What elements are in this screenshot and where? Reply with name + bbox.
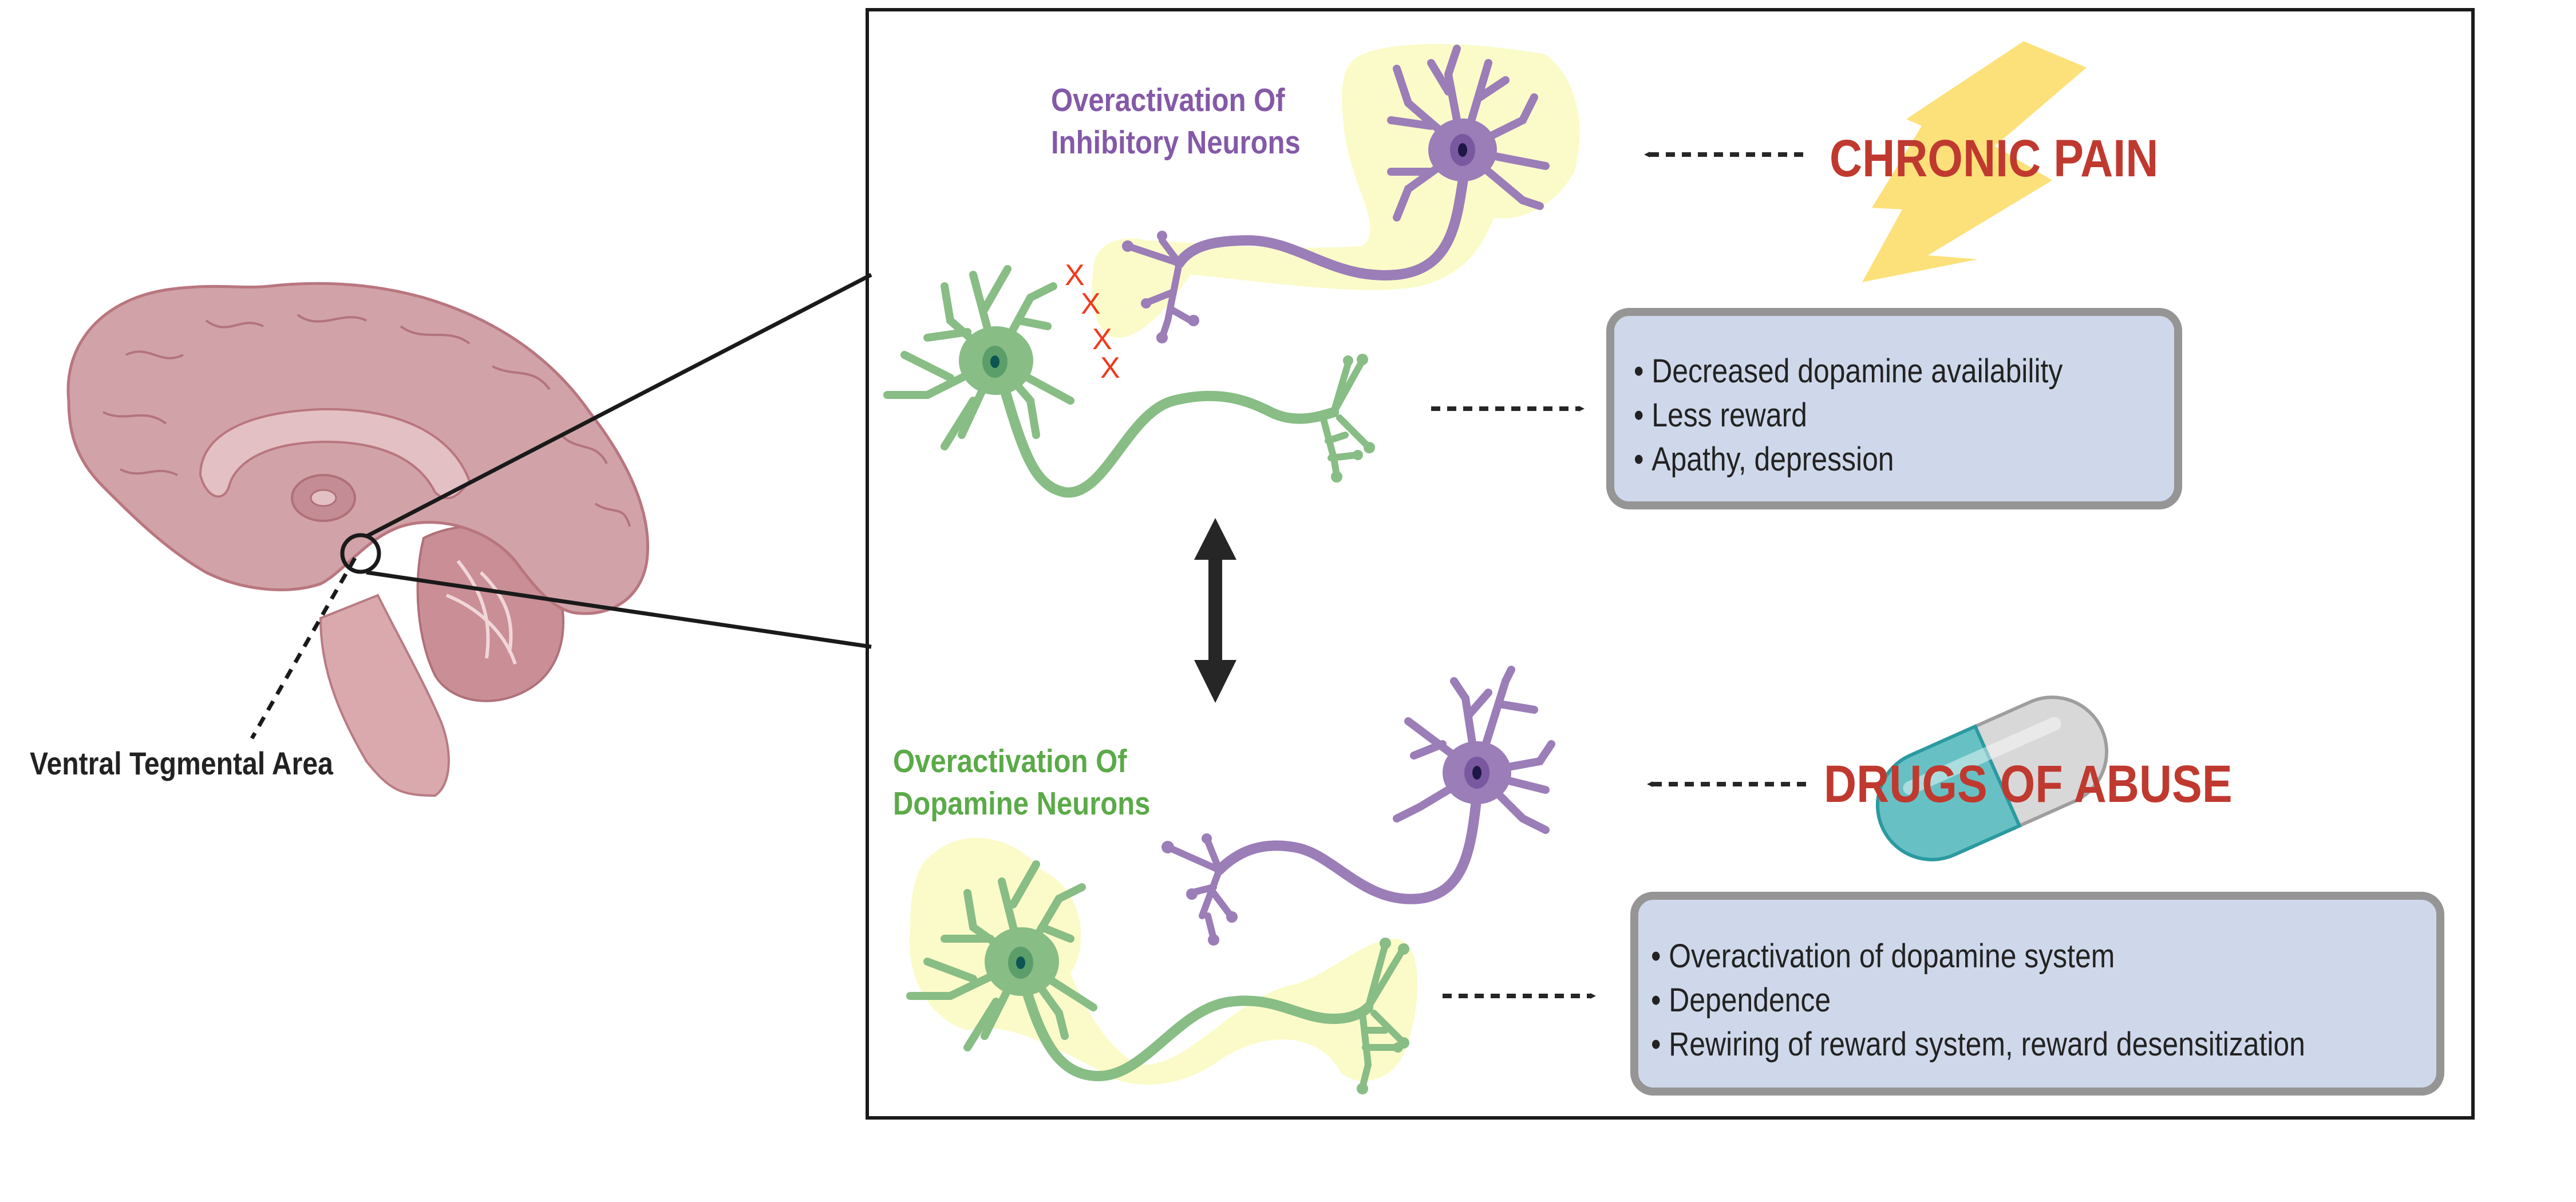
x-mark: X [1100, 351, 1120, 385]
thalamus-core [310, 489, 337, 507]
inhibitory-neuron-top [1092, 44, 1580, 343]
title-line: Inhibitory Neurons [1051, 124, 1301, 161]
effect-item: Overactivation of dopamine system [1651, 934, 2326, 978]
x-mark: X [1081, 287, 1101, 321]
vta-label: Ventral Tegmental Area [30, 745, 333, 781]
title-line: Overactivation Of [1051, 82, 1285, 118]
chronic-pain-label: CHRONIC PAIN [1830, 129, 2159, 188]
cerebellum-arbor [445, 560, 517, 665]
inhibitory-neurons-title: Overactivation Of Inhibitory Neurons [1051, 79, 1301, 164]
cerebrum [66, 282, 650, 615]
dopamine-neurons-title: Overactivation Of Dopamine Neurons [893, 740, 1150, 825]
title-line: Overactivation Of [893, 743, 1127, 780]
effects-list: Decreased dopamine availability Less rew… [1634, 349, 2174, 481]
effects-box-top: Decreased dopamine availability Less rew… [1606, 308, 2182, 509]
double-headed-arrow [1194, 518, 1236, 703]
effect-item: Apathy, depression [1634, 437, 2099, 481]
brain-sagittal-illustration [66, 272, 872, 797]
drugs-of-abuse-label: DRUGS OF ABUSE [1824, 755, 2233, 813]
zoom-line-lower [366, 570, 872, 649]
effect-item: Rewiring of reward system, reward desens… [1651, 1022, 2326, 1066]
title-line: Dopamine Neurons [893, 785, 1151, 823]
lightning-bolt-icon [1862, 41, 2087, 282]
effect-item: Less reward [1634, 393, 2099, 437]
effects-box-bottom: Overactivation of dopamine system Depend… [1630, 892, 2444, 1096]
vta-leader-line [250, 557, 357, 740]
zoom-line-upper [365, 272, 872, 539]
effects-list: Overactivation of dopamine system Depend… [1651, 934, 2436, 1066]
zoom-panel-frame [866, 8, 2475, 1120]
dopamine-neuron-top [883, 265, 1375, 498]
dopamine-neuron-bottom [906, 837, 1418, 1094]
blocked-signal-marks: X X X X [1065, 259, 1120, 385]
brain-gyri [102, 314, 631, 527]
vta-highlight-circle [340, 533, 381, 574]
capsule-pill-icon [1875, 695, 2109, 861]
x-mark: X [1092, 323, 1112, 356]
inhibitory-neuron-bottom [1161, 666, 1555, 946]
effect-item: Dependence [1651, 978, 2326, 1022]
brainstem [319, 594, 450, 797]
x-mark: X [1065, 259, 1085, 292]
effect-item: Decreased dopamine availability [1634, 349, 2099, 393]
